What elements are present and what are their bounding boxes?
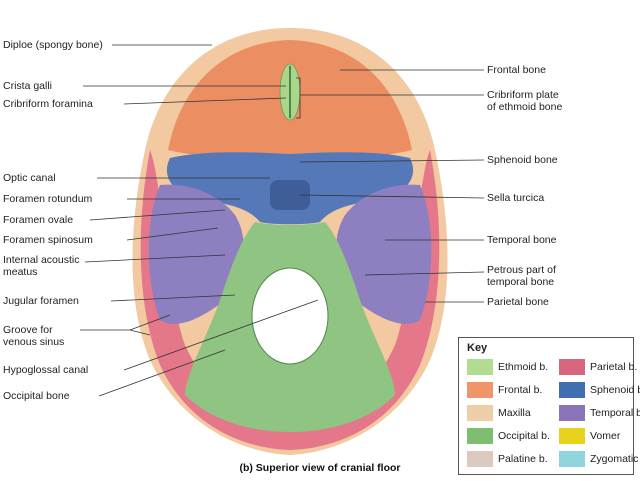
key-label: Temporal b. [590, 407, 640, 419]
label-groove-line1: Groove for [3, 324, 53, 336]
color-key: Key Ethmoid b. Parietal b. Frontal b. Sphen… [458, 337, 640, 475]
key-swatch [559, 405, 585, 421]
label-foramen-spinosum: Foramen spinosum [3, 234, 93, 246]
figure-caption: (b) Superior view of cranial floor [239, 462, 401, 474]
key-title: Key [467, 342, 488, 354]
label-crista-galli: Crista galli [3, 80, 53, 92]
key-label: Maxilla [498, 407, 531, 419]
key-label: Ethmoid b. [498, 361, 549, 373]
label-petrous-line2: temporal bone [487, 276, 555, 288]
temporal-bone-right [336, 184, 432, 324]
leader-groove [80, 329, 151, 336]
leader-cribriform-foramina [123, 97, 287, 105]
label-sella-turcica: Sella turcica [487, 192, 545, 204]
key-swatch [467, 359, 493, 375]
label-internal-acoustic-line1: Internal acoustic [3, 254, 80, 266]
leader-hypoglossal [123, 299, 319, 371]
label-diploe: Diploe (spongy bone) [3, 39, 103, 51]
label-groove-line2: venous sinus [3, 336, 65, 348]
label-hypoglossal-canal: Hypoglossal canal [3, 364, 89, 376]
key-swatch [559, 382, 585, 398]
leader-foramen-spinosum [126, 227, 219, 241]
label-cribriform-plate-line1: Cribriform plate [487, 89, 559, 101]
label-jugular-foramen: Jugular foramen [3, 295, 79, 307]
leader-sphenoid-bone [299, 159, 485, 163]
key-label: Occipital b. [498, 430, 550, 442]
key-swatch [467, 405, 493, 421]
leader-occipital-bone [98, 349, 226, 397]
temporal-bone-left [148, 184, 244, 324]
key-label: Palatine b. [498, 453, 548, 465]
key-label: Frontal b. [498, 384, 543, 396]
key-label: Vomer [590, 430, 621, 442]
leader-sella-turcica [299, 194, 485, 199]
key-swatch [559, 428, 585, 444]
key-swatch [467, 451, 493, 467]
leader-petrous [364, 271, 485, 276]
label-occipital-bone: Occipital bone [3, 390, 70, 402]
label-foramen-rotundum: Foramen rotundum [3, 193, 93, 205]
label-sphenoid-bone: Sphenoid bone [487, 154, 558, 166]
label-petrous-line1: Petrous part of [487, 264, 556, 276]
sella-turcica-shape [270, 180, 310, 210]
label-frontal-bone: Frontal bone [487, 64, 546, 76]
label-internal-acoustic-line2: meatus [3, 266, 38, 278]
key-swatch [467, 382, 493, 398]
label-optic-canal: Optic canal [3, 172, 56, 184]
label-parietal-bone: Parietal bone [487, 296, 549, 308]
label-cribriform-plate-line2: of ethmoid bone [487, 101, 563, 113]
label-temporal-bone: Temporal bone [487, 234, 557, 246]
key-swatch [467, 428, 493, 444]
leader-internal-acoustic [84, 254, 226, 263]
leader-groove-2 [129, 314, 171, 331]
leader-jugular-foramen [110, 294, 236, 302]
key-swatch [559, 451, 585, 467]
key-label: Parietal b. [590, 361, 638, 373]
label-cribriform-foramina: Cribriform foramina [3, 98, 93, 110]
key-label: Sphenoid b. [590, 384, 640, 396]
label-foramen-ovale: Foramen ovale [3, 214, 74, 226]
leader-cribriform-plate [296, 77, 301, 119]
key-label: Zygomatic b. [590, 453, 640, 465]
leader-foramen-ovale [89, 209, 226, 221]
key-swatch [559, 359, 585, 375]
foramen-magnum [251, 267, 329, 365]
